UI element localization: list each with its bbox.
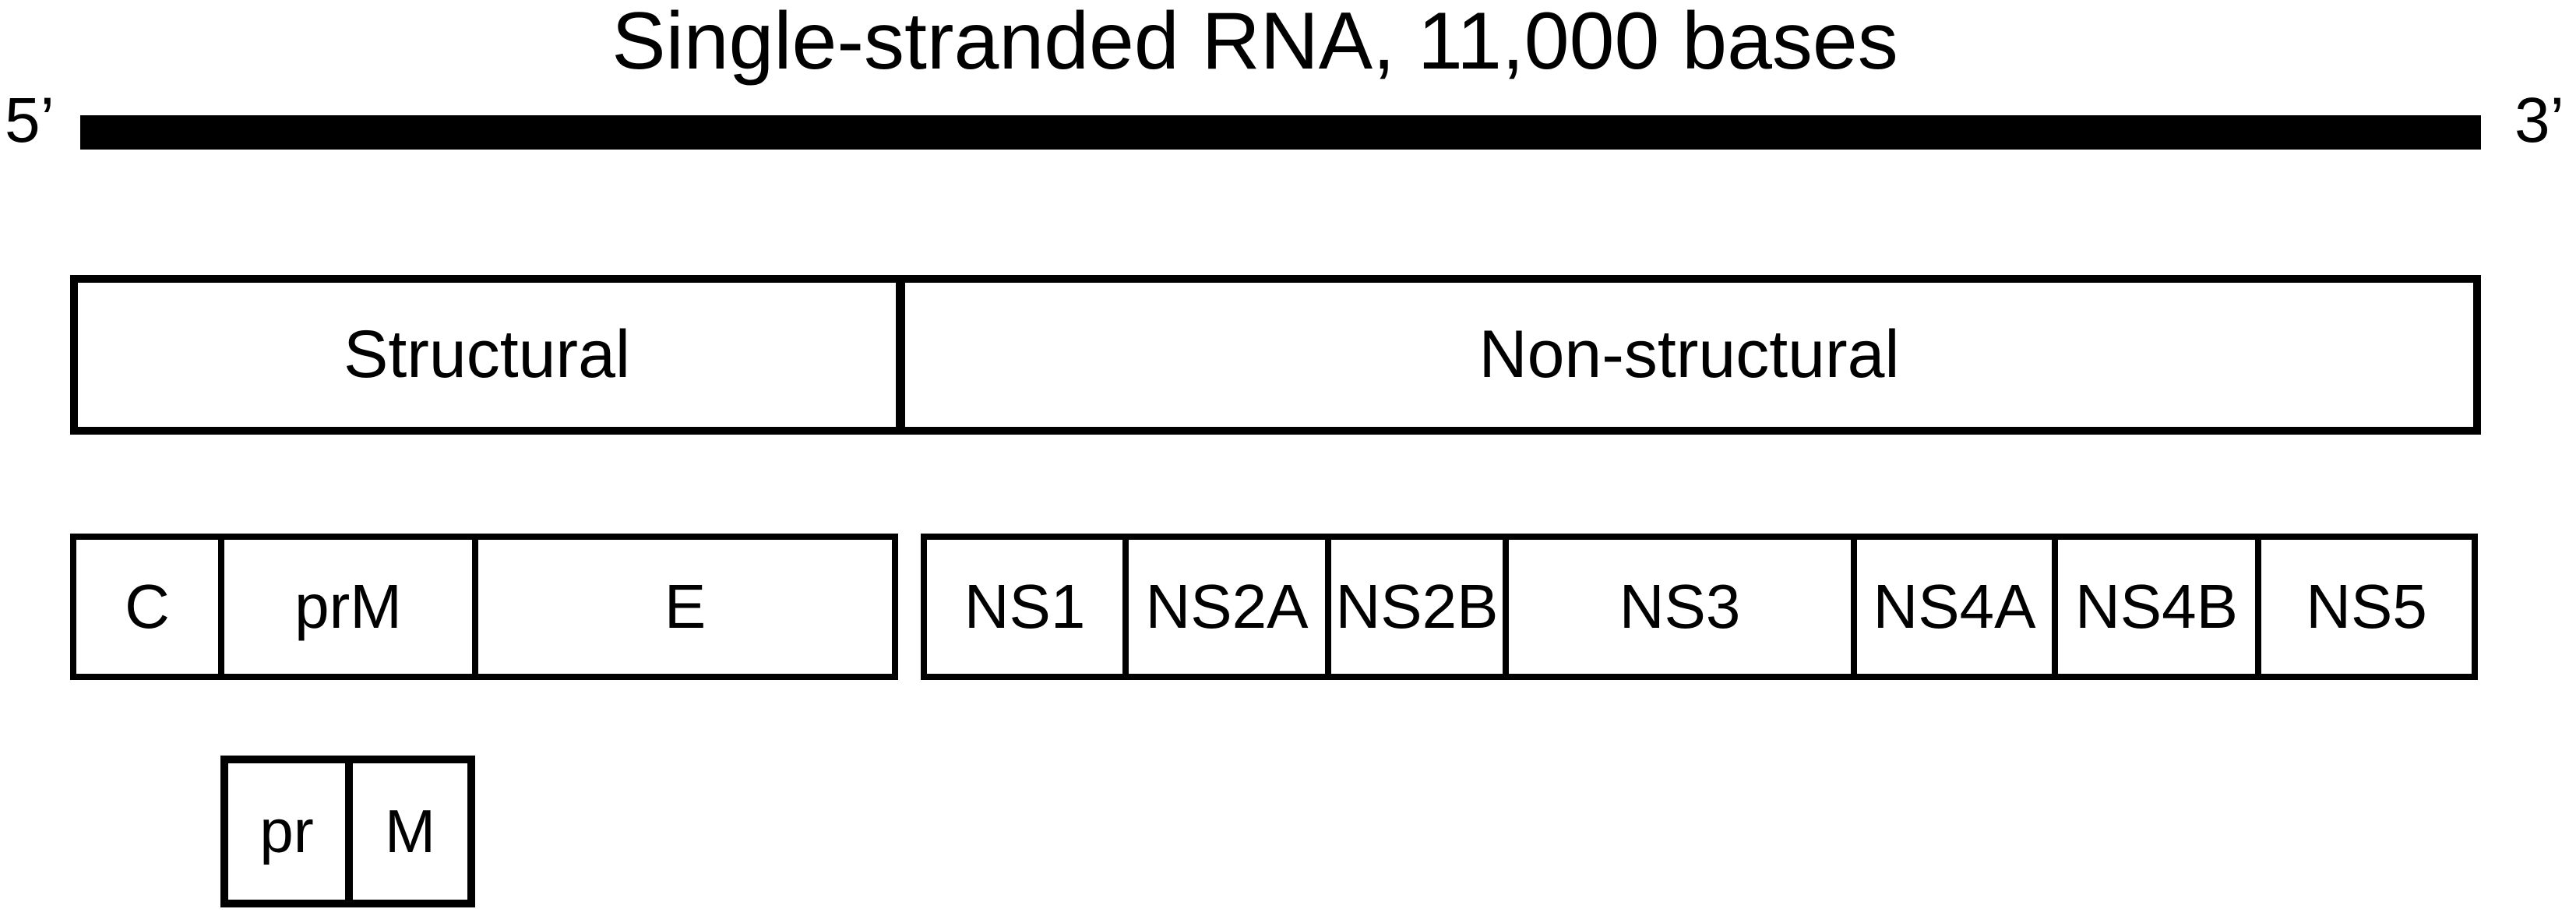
gene-label-ns4b: NS4B	[2075, 572, 2238, 641]
gene-label-c: C	[125, 572, 170, 641]
gene-label-ns2a: NS2A	[1145, 572, 1309, 641]
gene-box-ns4a: NS4A	[1857, 540, 2058, 674]
gene-box-ns2b: NS2B	[1331, 540, 1509, 674]
gene-box-c: C	[76, 540, 224, 674]
gene-box-ns5: NS5	[2261, 540, 2472, 674]
gene-box-e: E	[478, 540, 892, 674]
gene-label-ns4a: NS4A	[1873, 572, 2036, 641]
three-prime-label: 3’	[2514, 85, 2564, 156]
gene-label-ns5: NS5	[2306, 572, 2427, 641]
m-box: M	[353, 763, 467, 900]
gene-label-ns1: NS1	[964, 572, 1086, 641]
gene-box-ns4b: NS4B	[2058, 540, 2261, 674]
gene-box-ns2a: NS2A	[1129, 540, 1331, 674]
diagram-title: Single-stranded RNA, 11,000 bases	[611, 0, 1898, 86]
gene-label-prm: prM	[294, 572, 402, 641]
gene-box-ns1: NS1	[927, 540, 1129, 674]
region-structural: Structural	[78, 283, 905, 427]
gene-label-ns2b: NS2B	[1335, 572, 1499, 641]
nonstructural-gene-row: NS1 NS2A NS2B NS3 NS4A NS4B NS5	[921, 534, 2478, 680]
five-prime-label: 5’	[5, 85, 55, 156]
m-label: M	[385, 797, 435, 865]
rna-strand-bar	[80, 115, 2481, 150]
pr-box: pr	[228, 763, 353, 900]
gene-label-e: E	[664, 572, 707, 641]
prm-cleavage-box: pr M	[220, 756, 475, 907]
gene-box-prm: prM	[224, 540, 478, 674]
region-box: Structural Non-structural	[70, 275, 2481, 435]
structural-gene-row: C prM E	[70, 534, 898, 680]
gene-box-ns3: NS3	[1509, 540, 1857, 674]
gene-label-ns3: NS3	[1619, 572, 1741, 641]
pr-label: pr	[259, 797, 314, 865]
region-nonstructural: Non-structural	[905, 283, 2473, 427]
region-nonstructural-label: Non-structural	[1478, 317, 1900, 392]
region-structural-label: Structural	[343, 317, 631, 392]
